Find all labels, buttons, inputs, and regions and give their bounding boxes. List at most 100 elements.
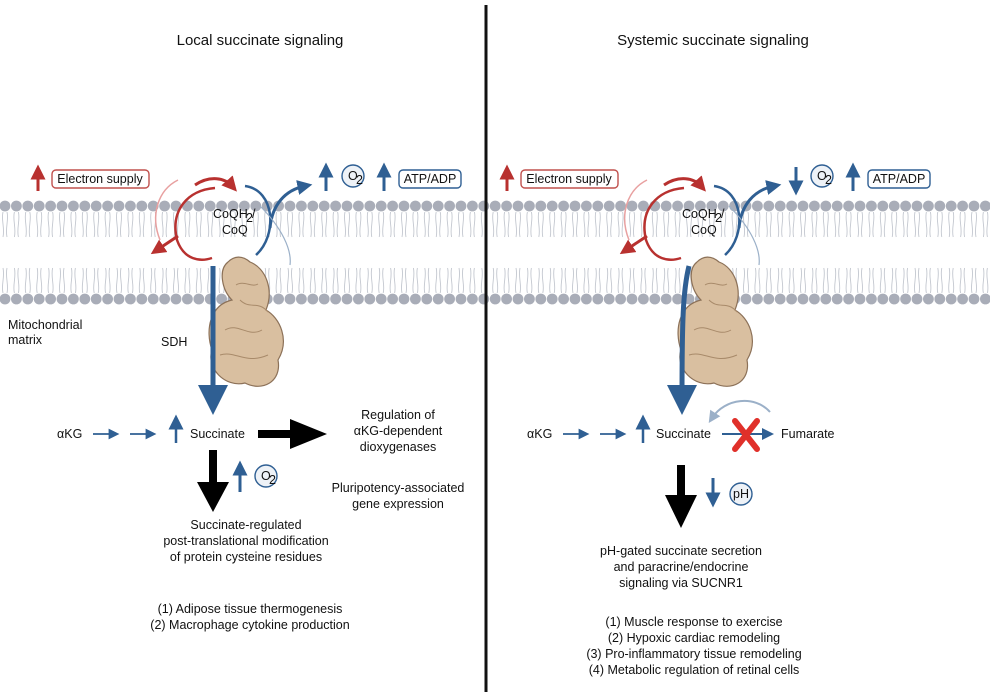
lipid-tail [640, 211, 643, 238]
lipid-head [364, 200, 376, 212]
lipid-tail [5, 267, 9, 294]
lipid-tail [925, 211, 928, 238]
lipid-tail [195, 211, 198, 238]
lipid-tail [218, 211, 221, 238]
lipid-tail [856, 211, 860, 238]
left-electron-supply-box [51, 169, 150, 189]
lipid-head [512, 293, 524, 305]
lipid-tail [461, 211, 465, 238]
lipid-head [763, 200, 775, 212]
left-sdh-label: SDH [161, 335, 187, 349]
lipid-head [432, 200, 444, 212]
lipid-head [45, 293, 56, 305]
lipid-tail [343, 267, 347, 294]
lipid-tail [948, 267, 951, 294]
lipid-head [672, 293, 683, 305]
lipid-tail [24, 267, 27, 294]
left-ptm-line3: of protein cysteine residues [170, 550, 322, 564]
lipid-tail [564, 211, 567, 238]
lipid-head [56, 200, 68, 212]
lipid-tail [389, 267, 392, 294]
lipid-head [216, 200, 228, 212]
lipid-tail [526, 267, 529, 294]
lipid-head [318, 200, 330, 212]
lipid-head [455, 200, 467, 212]
lipid-tail [822, 267, 825, 294]
lipid-head [683, 200, 695, 212]
lipid-tail [644, 267, 647, 294]
lipid-tail [70, 211, 73, 238]
lipid-tail [332, 211, 335, 238]
left-ptm-line2: post-translational modification [163, 534, 328, 548]
lipid-tail [815, 267, 818, 294]
lipid-tail [97, 211, 100, 238]
lipid-tail [93, 267, 96, 294]
lipid-head [353, 200, 364, 212]
lipid-tail [85, 267, 88, 294]
lipid-head [421, 293, 433, 305]
lipid-tail [792, 267, 795, 294]
lipid-head [854, 293, 866, 305]
lipid-tail [838, 267, 841, 294]
lipid-head [649, 293, 661, 305]
lipid-head [535, 293, 547, 305]
lipid-head [638, 200, 649, 212]
lipid-tail [389, 211, 392, 238]
lipid-tail [632, 267, 636, 294]
lipid-head [603, 293, 615, 305]
lipid-head [615, 293, 626, 305]
lipid-tail [93, 211, 96, 238]
lipid-tail [560, 211, 563, 238]
lipid-tail [754, 267, 757, 294]
lipid-tail [313, 267, 316, 294]
lipid-tail [252, 211, 255, 238]
lipid-tail [480, 211, 483, 238]
lipid-head [489, 293, 501, 305]
lipid-tail [5, 211, 9, 238]
lipid-head [535, 200, 547, 212]
lipid-tail [963, 267, 966, 294]
lipid-tail [959, 267, 962, 294]
lipid-head [102, 293, 113, 305]
lipid-tail [302, 211, 305, 238]
lipid-tail [883, 267, 886, 294]
lipid-tail [765, 211, 768, 238]
lipid-tail [959, 211, 962, 238]
lipid-head [945, 200, 957, 212]
lipid-tail [85, 211, 88, 238]
right-red-cycle-head-icon [619, 234, 648, 255]
lipid-tail [902, 267, 905, 294]
lipid-head [524, 293, 535, 305]
lipid-tail [47, 211, 50, 238]
lipid-head [68, 200, 79, 212]
lipid-tail [313, 211, 316, 238]
lipid-head [512, 200, 524, 212]
lipid-tail [416, 267, 419, 294]
lipid-tail [758, 267, 761, 294]
lipid-tail [891, 267, 894, 294]
lipid-head [307, 200, 319, 212]
lipid-head [592, 293, 604, 305]
lipid-tail [986, 211, 989, 238]
right-o2-subscript: 2 [825, 173, 832, 187]
lipid-tail [856, 267, 860, 294]
lipid-tail [781, 267, 784, 294]
lipid-head [22, 293, 34, 305]
lipid-tail [868, 211, 871, 238]
right-red-top-arrow-icon [663, 175, 706, 192]
lipid-tail [473, 211, 476, 238]
lipid-tail [302, 267, 305, 294]
lipid-head [820, 293, 832, 305]
lipid-tail [685, 211, 689, 238]
lipid-tail [952, 267, 955, 294]
lipid-tail [104, 267, 107, 294]
lipid-tail [902, 211, 905, 238]
lipid-tail [803, 211, 807, 238]
lipid-tail [872, 211, 875, 238]
right-succinate-label: Succinate [656, 427, 711, 441]
lipid-tail [758, 211, 761, 238]
lipid-head [33, 293, 45, 305]
left-succinate-label: Succinate [190, 427, 245, 441]
lipid-head [0, 293, 11, 305]
